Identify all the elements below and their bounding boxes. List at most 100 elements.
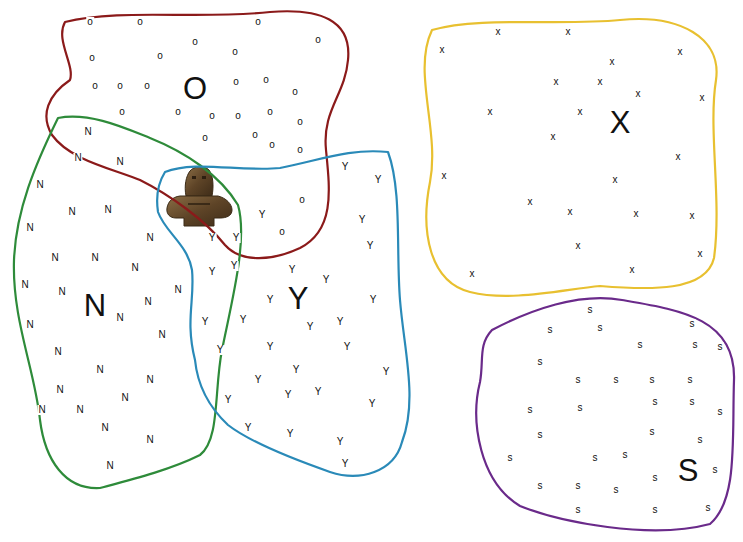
point-marker: s [537, 430, 544, 440]
point-marker: x [697, 249, 704, 259]
point-marker: s [597, 323, 604, 333]
point-marker: Y [208, 233, 217, 243]
point-marker: s [705, 503, 712, 513]
point-marker: o [231, 47, 239, 57]
point-marker: s [652, 505, 659, 515]
point-marker: Y [336, 317, 345, 327]
point-marker: x [677, 47, 684, 57]
point-marker: N [20, 280, 29, 290]
point-marker: x [612, 175, 619, 185]
point-marker: Y [224, 395, 233, 405]
point-marker: N [50, 253, 59, 263]
point-marker: x [597, 77, 604, 87]
point-marker: N [103, 205, 112, 215]
point-marker: o [208, 111, 216, 121]
point-marker: x [635, 89, 642, 99]
point-marker: Y [341, 162, 350, 172]
point-marker: s [575, 375, 582, 385]
point-marker: s [717, 407, 724, 417]
point-marker: s [507, 453, 514, 463]
point-marker: s [613, 375, 620, 385]
point-marker: o [268, 140, 276, 150]
point-marker: N [115, 313, 124, 323]
point-marker: x [629, 265, 636, 275]
point-marker: Y [374, 175, 383, 185]
point-marker: o [143, 81, 151, 91]
point-marker: N [25, 223, 34, 233]
point-marker: N [83, 127, 92, 137]
point-marker: o [116, 81, 124, 91]
point-marker: o [232, 77, 240, 87]
point-marker: x [469, 269, 476, 279]
point-marker: s [689, 397, 696, 407]
point-marker: x [575, 241, 582, 251]
point-marker: N [173, 285, 182, 295]
point-marker: N [73, 153, 82, 163]
point-marker: N [95, 365, 104, 375]
point-marker: N [57, 287, 66, 297]
point-marker: s [577, 403, 584, 413]
point-marker: x [689, 211, 696, 221]
point-marker: o [136, 17, 144, 27]
point-marker: N [75, 405, 84, 415]
point-marker: o [254, 17, 262, 27]
region-border [46, 11, 348, 258]
point-marker: o [174, 107, 182, 117]
point-marker: s [587, 305, 594, 315]
point-marker: N [145, 233, 154, 243]
point-marker: N [115, 157, 124, 167]
point-marker: s [649, 427, 656, 437]
point-marker: Y [232, 233, 241, 243]
point-marker: Y [244, 423, 253, 433]
region-label: O [182, 73, 208, 104]
point-marker: Y [314, 387, 323, 397]
point-marker: s [692, 340, 699, 350]
point-marker: Y [368, 399, 377, 409]
point-marker: o [156, 51, 164, 61]
point-marker: s [687, 375, 694, 385]
point-marker: N [157, 330, 166, 340]
point-marker: N [143, 297, 152, 307]
point-marker: x [577, 107, 584, 117]
point-marker: o [296, 117, 304, 127]
point-marker: Y [358, 215, 367, 225]
point-marker: x [567, 207, 574, 217]
point-marker: o [191, 37, 199, 47]
region-label: Y [287, 283, 310, 314]
point-marker: N [53, 347, 62, 357]
point-marker: Y [286, 429, 295, 439]
point-marker: s [575, 481, 582, 491]
point-marker: s [717, 342, 724, 352]
point-marker: x [527, 197, 534, 207]
point-marker: s [652, 397, 659, 407]
point-marker: s [649, 375, 656, 385]
point-marker: Y [369, 295, 378, 305]
point-marker: o [296, 145, 304, 155]
point-marker: N [35, 180, 44, 190]
point-marker: Y [266, 342, 275, 352]
point-marker: s [652, 473, 659, 483]
region: Xxxxxxxxxxxxxxxxxxxxxxxx [410, 10, 728, 306]
point-marker: N [105, 461, 114, 471]
point-marker: N [130, 263, 139, 273]
region-label: X [609, 107, 632, 138]
figurine [167, 167, 232, 226]
point-marker: Y [284, 390, 293, 400]
point-marker: x [441, 171, 448, 181]
point-marker: s [537, 357, 544, 367]
point-marker: N [25, 320, 34, 330]
point-marker: N [90, 253, 99, 263]
point-marker: Y [288, 265, 297, 275]
point-marker: Y [322, 275, 331, 285]
point-marker: Y [336, 437, 345, 447]
point-marker: N [55, 385, 64, 395]
point-marker: N [100, 423, 109, 433]
point-marker: x [550, 132, 557, 142]
point-marker: Y [201, 317, 210, 327]
point-marker: s [527, 405, 534, 415]
point-marker: o [291, 87, 299, 97]
point-marker: N [145, 435, 154, 445]
point-marker: Y [343, 342, 352, 352]
point-marker: Y [239, 315, 248, 325]
